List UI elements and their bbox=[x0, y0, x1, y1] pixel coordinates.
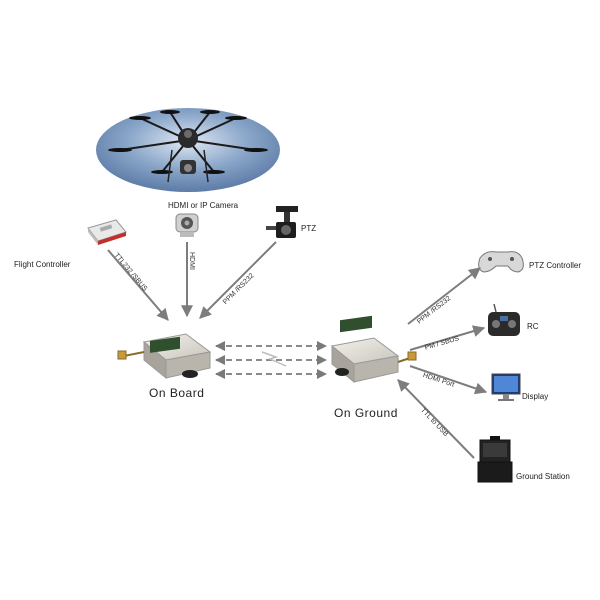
ground-station-label: Ground Station bbox=[516, 472, 570, 481]
flight-controller-icon bbox=[87, 219, 127, 245]
ptz-controller-label: PTZ Controller bbox=[529, 261, 582, 270]
link-label-hdmi: HDMI bbox=[188, 252, 195, 270]
arrow-ptz-to-onboard bbox=[199, 241, 277, 319]
arrow-ground-to-display bbox=[409, 365, 488, 395]
rc-icon bbox=[488, 303, 520, 336]
rc-label: RC bbox=[527, 322, 539, 331]
ground-module bbox=[330, 315, 417, 384]
arrow-ground-to-rc bbox=[409, 325, 486, 351]
lightning-icon bbox=[261, 351, 287, 367]
display-label: Display bbox=[522, 392, 549, 401]
display-icon bbox=[491, 373, 521, 401]
on-ground-label: On Ground bbox=[334, 406, 398, 420]
arrow-station-to-ground bbox=[397, 379, 475, 459]
ground-station-icon bbox=[477, 436, 513, 483]
ptz-label: PTZ bbox=[301, 224, 317, 233]
drone-image bbox=[96, 108, 280, 192]
camera-label: HDMI or IP Camera bbox=[168, 201, 239, 210]
ptz-icon bbox=[266, 206, 298, 238]
arrow-ground-to-ptz-controller bbox=[407, 267, 481, 325]
arrow-fc-to-onboard bbox=[107, 249, 169, 321]
camera-icon bbox=[175, 213, 199, 237]
onboard-module bbox=[117, 333, 212, 380]
ptz-controller-icon bbox=[478, 251, 524, 273]
on-board-label: On Board bbox=[149, 386, 205, 400]
flight-controller-label: Flight Controller bbox=[14, 260, 71, 269]
